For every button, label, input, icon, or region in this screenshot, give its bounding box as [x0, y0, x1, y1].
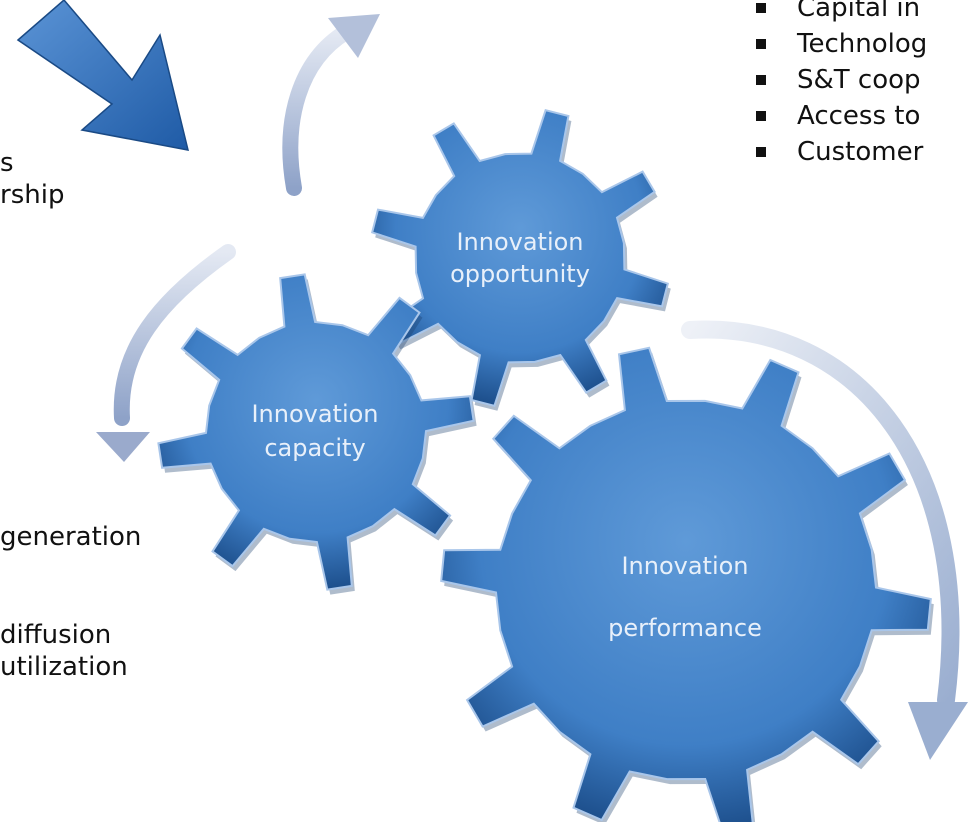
curved-arrow-down-left-icon — [96, 244, 236, 462]
bullet-item: Customer — [742, 134, 927, 170]
left-text-top-1: s — [0, 148, 14, 178]
gear-performance-line2: performance — [608, 614, 762, 642]
gear-innovation-capacity — [157, 273, 477, 595]
gear-opportunity-label: Innovation opportunity — [440, 228, 600, 288]
gear-capacity-line1: Innovation — [251, 400, 379, 428]
right-bullet-list: Capital in Technolog S&T coop Access to … — [742, 0, 927, 170]
left-text-bottom-3: utilization — [0, 652, 128, 682]
gear-opportunity-line2: opportunity — [450, 260, 590, 288]
gear-body — [371, 109, 669, 407]
curved-arrow-up-icon — [282, 14, 380, 196]
gear-body — [157, 273, 475, 591]
gear-capacity-label: Innovation capacity — [240, 400, 390, 462]
gear-innovation-performance — [440, 346, 934, 822]
bullet-item: Capital in — [742, 0, 927, 26]
gear-body — [440, 346, 932, 822]
gear-performance-label: Innovation performance — [580, 552, 790, 642]
gear-performance-line1: Innovation — [621, 552, 749, 580]
bullet-item: Technolog — [742, 26, 927, 62]
curved-arrow-right-icon — [681, 320, 968, 760]
left-text-bottom-1: generation — [0, 522, 142, 552]
thick-blue-arrow-icon — [16, 0, 190, 151]
left-text-bottom-2: diffusion — [0, 620, 112, 650]
left-text-top-2: rship — [0, 180, 65, 210]
bullet-item: Access to — [742, 98, 927, 134]
bullet-item: S&T coop — [742, 62, 927, 98]
gear-capacity-line2: capacity — [264, 434, 366, 462]
gear-opportunity-line1: Innovation — [456, 228, 584, 256]
gear-innovation-opportunity — [371, 109, 671, 411]
